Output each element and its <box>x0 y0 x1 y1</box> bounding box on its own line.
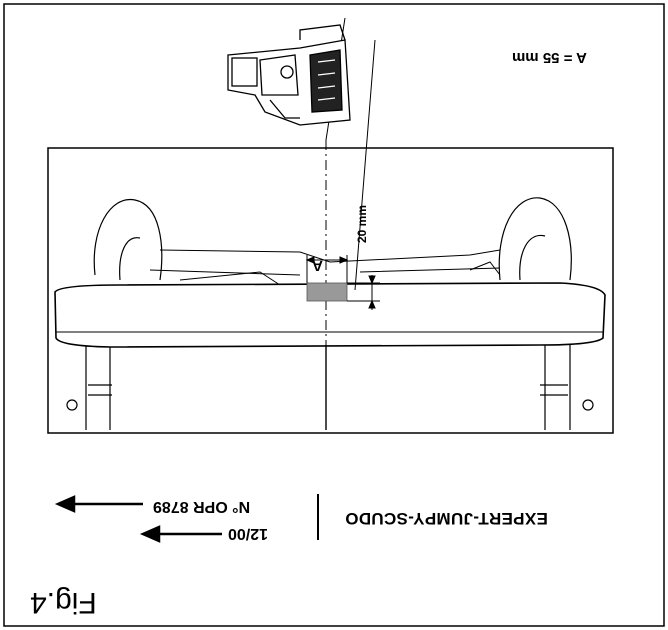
page-border <box>3 3 665 627</box>
right-wheel <box>498 197 594 430</box>
caption-title: EXPERT-JUMPY-SCUDO <box>345 509 548 528</box>
dimension-20mm <box>347 275 380 310</box>
chassis-lines <box>149 249 501 286</box>
caption-date: 12/00 <box>228 525 269 542</box>
bumper <box>54 282 606 348</box>
dimension-a-label: A <box>312 257 323 274</box>
marker-area <box>306 282 348 302</box>
detail-component <box>227 24 351 126</box>
operation-number: N° OPR 8789 <box>153 498 251 515</box>
left-wheel <box>66 199 163 430</box>
dimension-a <box>305 255 349 283</box>
dimension-20-label: 20 mm <box>355 204 369 243</box>
figure-label: Fig.4 <box>30 586 97 619</box>
leader-line <box>354 39 376 291</box>
a-value-label: A = 55 mm <box>512 49 587 66</box>
vehicle-frame <box>47 147 614 434</box>
